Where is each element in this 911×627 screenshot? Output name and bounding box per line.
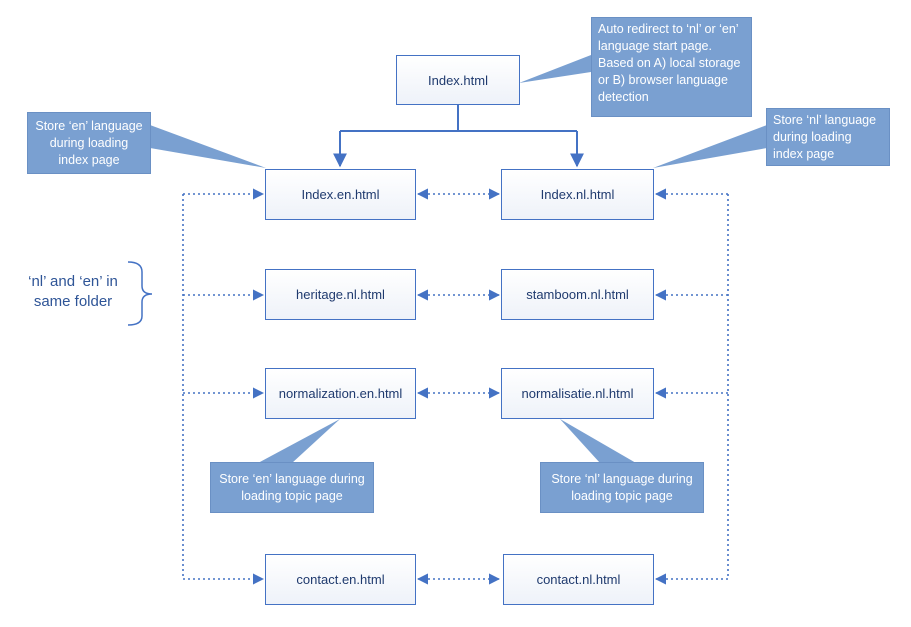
store-nl-topic-callout: Store ‘nl’ language during loading topic…: [540, 462, 704, 513]
same-folder-bracket: [127, 261, 153, 326]
store-en-topic-callout-pointer: [258, 419, 340, 463]
store-nl-index-callout-pointer: [653, 125, 767, 168]
stamboom-box: stamboom.nl.html: [501, 269, 654, 320]
contact-nl-label: contact.nl.html: [536, 572, 621, 587]
same-folder-label: ‘nl’ and ‘en’ in same folder: [14, 272, 132, 312]
en-navigation-bus: [182, 188, 265, 585]
language-links: [416, 188, 501, 585]
heritage-label: heritage.nl.html: [296, 287, 385, 302]
normalisatie-label: normalisatie.nl.html: [521, 386, 634, 401]
store-nl-topic-text: Store ‘nl’ language during loading topic…: [551, 471, 693, 503]
index-en-label: Index.en.html: [301, 187, 380, 202]
store-en-topic-callout: Store ‘en’ language during loading topic…: [210, 462, 374, 513]
normalization-label: normalization.en.html: [278, 386, 403, 401]
redirect-callout-pointer: [519, 55, 591, 83]
index-nl-label: Index.nl.html: [540, 187, 615, 202]
redirect-callout: Auto redirect to ‘nl’ or ‘en’ language s…: [591, 17, 752, 117]
normalization-box: normalization.en.html: [265, 368, 416, 419]
index-html-label: Index.html: [428, 72, 488, 88]
heritage-box: heritage.nl.html: [265, 269, 416, 320]
store-en-topic-text: Store ‘en’ language during loading topic…: [219, 471, 365, 503]
index-html-box: Index.html: [396, 55, 520, 105]
normalisatie-box: normalisatie.nl.html: [501, 368, 654, 419]
index-nl-box: Index.nl.html: [501, 169, 654, 220]
stamboom-label: stamboom.nl.html: [526, 287, 629, 302]
redirect-callout-text: Auto redirect to ‘nl’ or ‘en’ language s…: [598, 22, 741, 104]
store-en-index-callout-pointer: [150, 125, 266, 168]
index-en-box: Index.en.html: [265, 169, 416, 220]
contact-en-label: contact.en.html: [296, 572, 385, 587]
contact-nl-box: contact.nl.html: [503, 554, 654, 605]
nl-navigation-bus: [654, 188, 729, 585]
contact-en-box: contact.en.html: [265, 554, 416, 605]
redirect-tree: [333, 104, 584, 168]
store-en-index-text: Store ‘en’ language during loading index…: [35, 118, 143, 167]
store-nl-index-callout: Store ‘nl’ language during loading index…: [766, 108, 890, 166]
store-nl-index-text: Store ‘nl’ language during loading index…: [773, 113, 877, 161]
store-nl-topic-callout-pointer: [560, 419, 636, 463]
store-en-index-callout: Store ‘en’ language during loading index…: [27, 112, 151, 174]
same-folder-text: ‘nl’ and ‘en’ in same folder: [28, 273, 118, 310]
